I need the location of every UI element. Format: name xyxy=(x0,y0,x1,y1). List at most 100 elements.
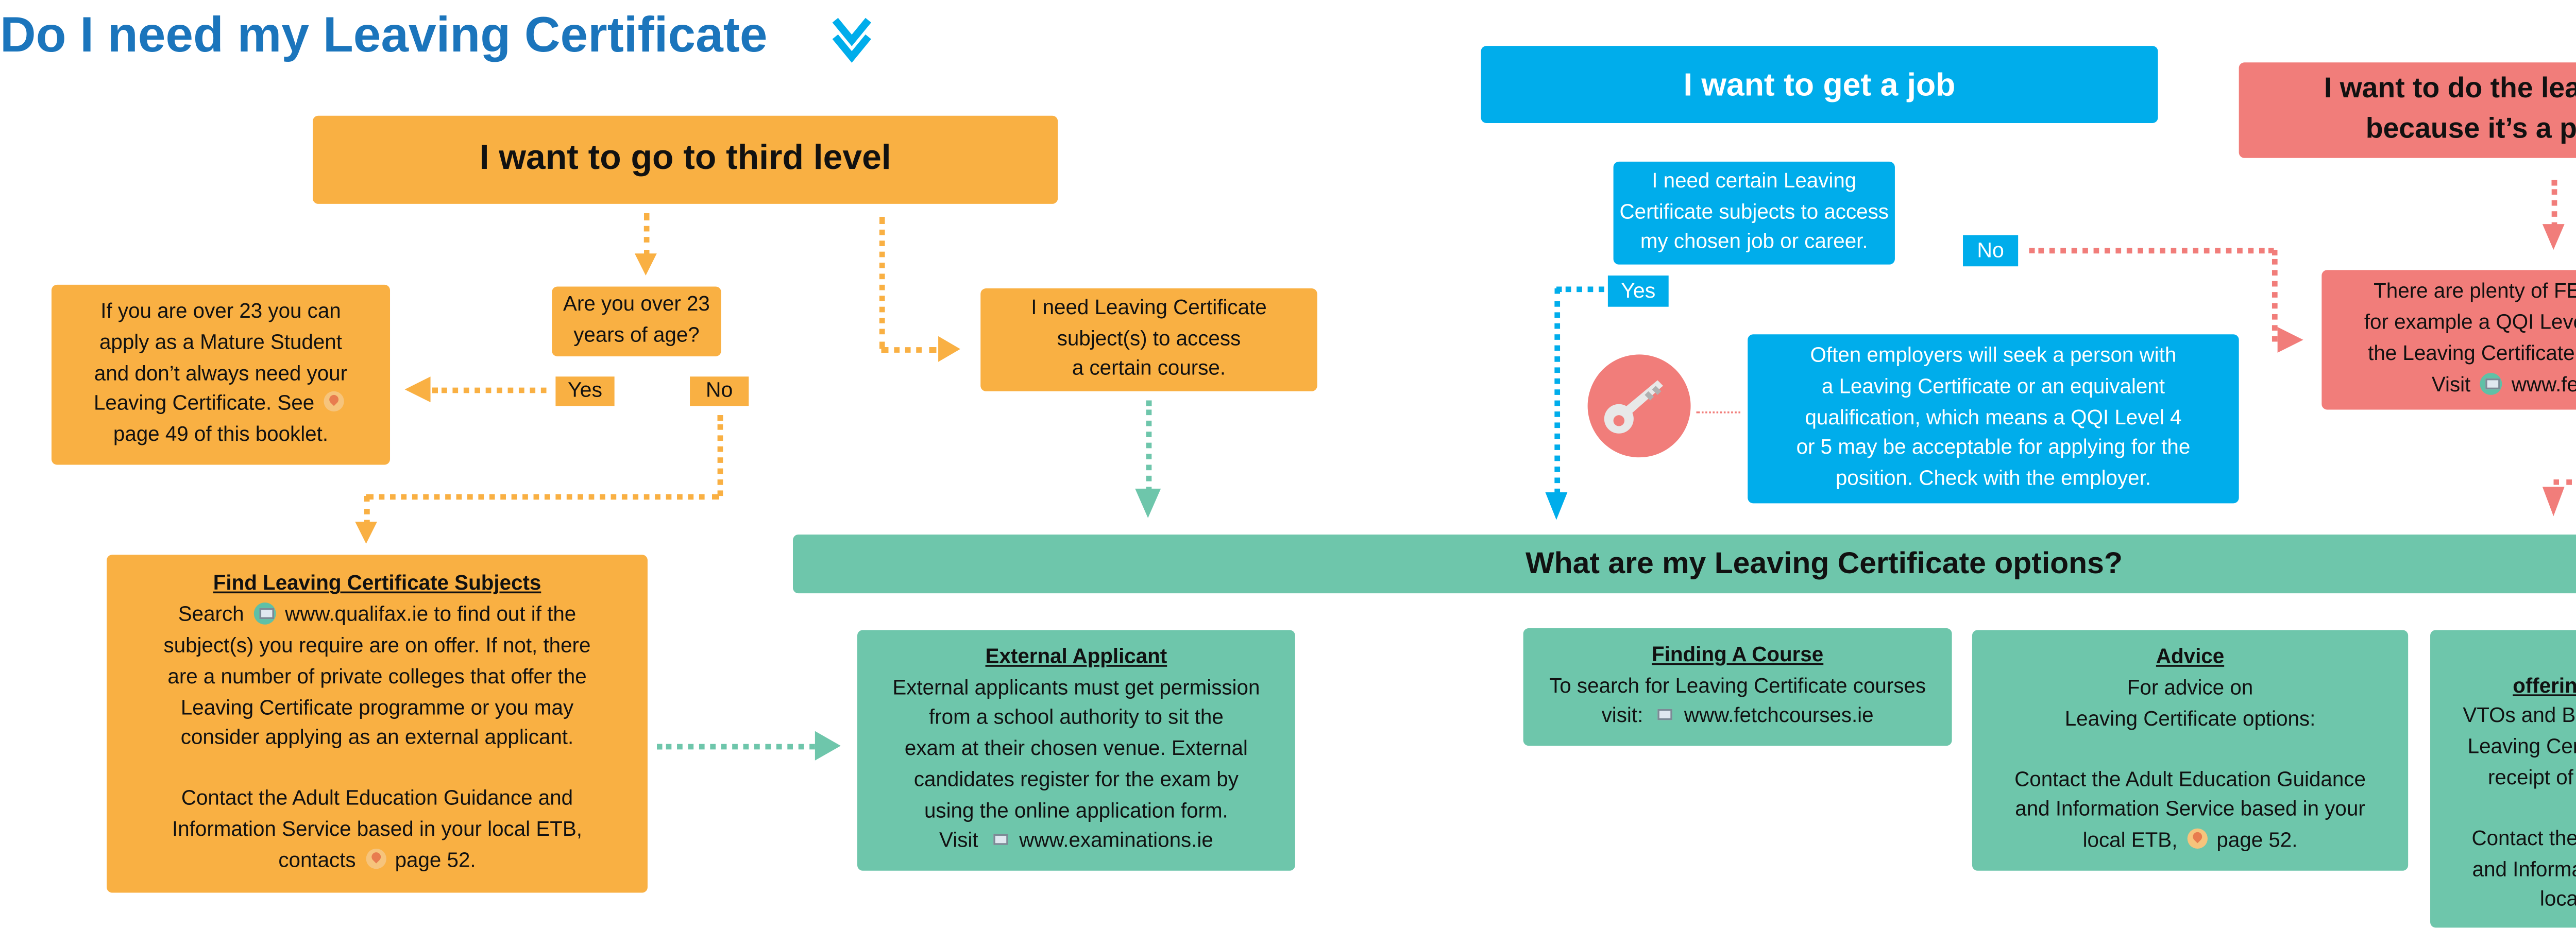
advice-contact: and Information Service based in your xyxy=(2015,799,2365,822)
connector-to-need xyxy=(881,347,937,353)
arrow-down-question xyxy=(634,253,657,276)
location-pin-icon xyxy=(365,848,386,869)
yes-label: Yes xyxy=(567,380,602,403)
job-no-tag: No xyxy=(1963,235,2019,267)
programmes-contact: and Information Service based in your xyxy=(2472,858,2576,881)
personal-goal-heading-line: I want to do the leaving Certificate xyxy=(2324,73,2576,105)
connector-goal-bottom xyxy=(2553,479,2576,485)
find-subjects-line: Search www.qualifax.ie to find out if th… xyxy=(178,601,576,632)
arrow-down-options xyxy=(1135,488,1161,518)
connector-need-to-options xyxy=(1146,400,1152,492)
find-subjects-line: are a number of private colleges that of… xyxy=(167,666,587,689)
external-line: using the online application form. xyxy=(924,800,1228,822)
options-heading: What are my Leaving Certificate options? xyxy=(1525,546,2123,580)
connector-yes-left xyxy=(1556,286,1604,293)
advice-line: For advice on xyxy=(2127,677,2253,700)
find-subjects-line: subject(s) you require are on offer. If … xyxy=(163,635,591,658)
programmes-contact: Contact the Adult Education Guidance xyxy=(2471,828,2576,850)
job-yes-tag: Yes xyxy=(1607,276,1669,307)
no-tag: No xyxy=(690,376,749,406)
website-icon xyxy=(1653,704,1675,727)
advice-contact: Contact the Adult Education Guidance xyxy=(2014,768,2366,791)
employers-line: position. Check with the employer. xyxy=(1835,469,2151,491)
external-line: from a school authority to sit the xyxy=(929,708,1224,730)
age-question-line: Are you over 23 xyxy=(563,294,710,317)
advice-contact: local ETB, page 52. xyxy=(2083,827,2297,857)
options-heading-box: What are my Leaving Certificate options? xyxy=(793,534,2576,594)
job-need-line: my chosen job or career. xyxy=(1640,232,1868,254)
employers-box: Often employers will seek a person with … xyxy=(1748,334,2239,504)
need-subjects-box: I need Leaving Certificate subject(s) to… xyxy=(980,288,1317,391)
find-subjects-line: Leaving Certificate programme or you may xyxy=(180,697,574,719)
arrow-down-options-pink xyxy=(2542,487,2565,517)
programmes-box: Programmes offering Leaving Certificate … xyxy=(2430,630,2576,928)
third-level-heading: I want to go to third level xyxy=(479,140,891,178)
need-subjects-line: I need Leaving Certificate xyxy=(1031,297,1267,319)
finding-course-box: Finding A Course To search for Leaving C… xyxy=(1523,628,1952,746)
personal-goal-heading-box: I want to do the leaving Certificate bec… xyxy=(2239,62,2576,158)
employers-line: a Leaving Certificate or an equivalent xyxy=(1821,376,2165,399)
examinations-link[interactable]: www.examinations.ie xyxy=(1019,831,1213,853)
mature-student-line: page 49 of this booklet. xyxy=(113,424,329,447)
external-line: exam at their chosen venue. External xyxy=(904,738,1248,761)
find-subjects-title: Find Leaving Certificate Subjects xyxy=(213,574,541,596)
arrow-right-fet xyxy=(2277,326,2303,353)
age-question-box: Are you over 23 years of age? xyxy=(552,286,721,356)
finding-line: visit: www.fetchcourses.ie xyxy=(1602,702,1874,733)
third-level-heading-box: I want to go to third level xyxy=(313,115,1058,204)
advice-box: Advice For advice on Leaving Certificate… xyxy=(1972,630,2409,871)
job-need-subjects-box: I need certain Leaving Certificate subje… xyxy=(1613,161,1895,265)
advice-title: Advice xyxy=(2156,646,2225,669)
find-subjects-contact: Information Service based in your local … xyxy=(172,819,582,841)
website-icon xyxy=(253,603,276,625)
finding-line: To search for Leaving Certificate course… xyxy=(1549,675,1926,698)
page-title: Do I need my Leaving Certificate xyxy=(0,7,768,63)
fet-options-box: There are plenty of FET options availabl… xyxy=(2321,270,2576,410)
yes-label: Yes xyxy=(1621,280,1656,302)
fet-line: for example a QQI Level 4/5 is equivalen… xyxy=(2364,313,2576,335)
connector-heading-to-need xyxy=(879,216,885,349)
fet-line: There are plenty of FET options availabl… xyxy=(2374,282,2576,304)
fet-line: Visit www.fetchcourses.ie xyxy=(2432,371,2576,402)
connector-no-down xyxy=(717,415,723,496)
find-subjects-box: Find Leaving Certificate Subjects Search… xyxy=(107,555,648,893)
fetchcourses-link[interactable]: www.fetchcourses.ie xyxy=(1684,706,1874,728)
connector-no-right xyxy=(2029,248,2274,254)
job-need-line: I need certain Leaving xyxy=(1652,170,1857,193)
connector-no-down2 xyxy=(364,496,370,526)
find-subjects-contact: contacts page 52. xyxy=(278,847,476,878)
website-icon xyxy=(988,829,1010,851)
connector-goal-to-fet xyxy=(2551,180,2557,228)
arrow-right-external xyxy=(815,731,841,761)
job-heading: I want to get a job xyxy=(1683,65,1956,102)
website-icon xyxy=(2480,372,2502,395)
employers-line: Often employers will seek a person with xyxy=(1810,345,2177,368)
arrow-left-mature xyxy=(404,376,431,403)
finding-title: Finding A Course xyxy=(1652,644,1824,667)
location-pin-icon xyxy=(324,392,344,412)
arrow-down-find xyxy=(355,522,378,544)
yes-tag: Yes xyxy=(555,376,615,406)
job-heading-box: I want to get a job xyxy=(1481,46,2158,123)
need-subjects-line: a certain course. xyxy=(1072,358,1226,381)
external-line: External applicants must get permission xyxy=(892,677,1260,699)
no-label: No xyxy=(1977,239,2004,262)
fetchcourses-link[interactable]: www.fetchcourses.ie xyxy=(2511,374,2576,397)
employers-line: qualification, which means a QQI Level 4 xyxy=(1805,407,2182,429)
programmes-line: receipt of social welfare payments. xyxy=(2487,768,2576,790)
external-line: Visit www.examinations.ie xyxy=(939,828,1213,858)
mature-student-line: and don’t always need your xyxy=(94,363,348,385)
external-line: candidates register for the exam by xyxy=(913,769,1239,792)
arrow-down-options-blue xyxy=(1545,492,1568,520)
arrow-down-fet xyxy=(2542,224,2565,250)
need-subjects-line: subject(s) to access xyxy=(1057,328,1241,350)
mature-student-line: apply as a Mature Student xyxy=(99,332,342,354)
mature-student-box: If you are over 23 you can apply as a Ma… xyxy=(51,284,391,465)
connector-heading-to-question xyxy=(643,213,650,257)
job-need-line: Certificate subjects to access xyxy=(1619,201,1889,223)
no-label: No xyxy=(705,380,733,403)
find-subjects-contact: Contact the Adult Education Guidance and xyxy=(181,788,573,811)
programmes-title: offering Leaving Certificate xyxy=(2513,675,2576,698)
employers-line: or 5 may be acceptable for applying for … xyxy=(1796,438,2191,460)
